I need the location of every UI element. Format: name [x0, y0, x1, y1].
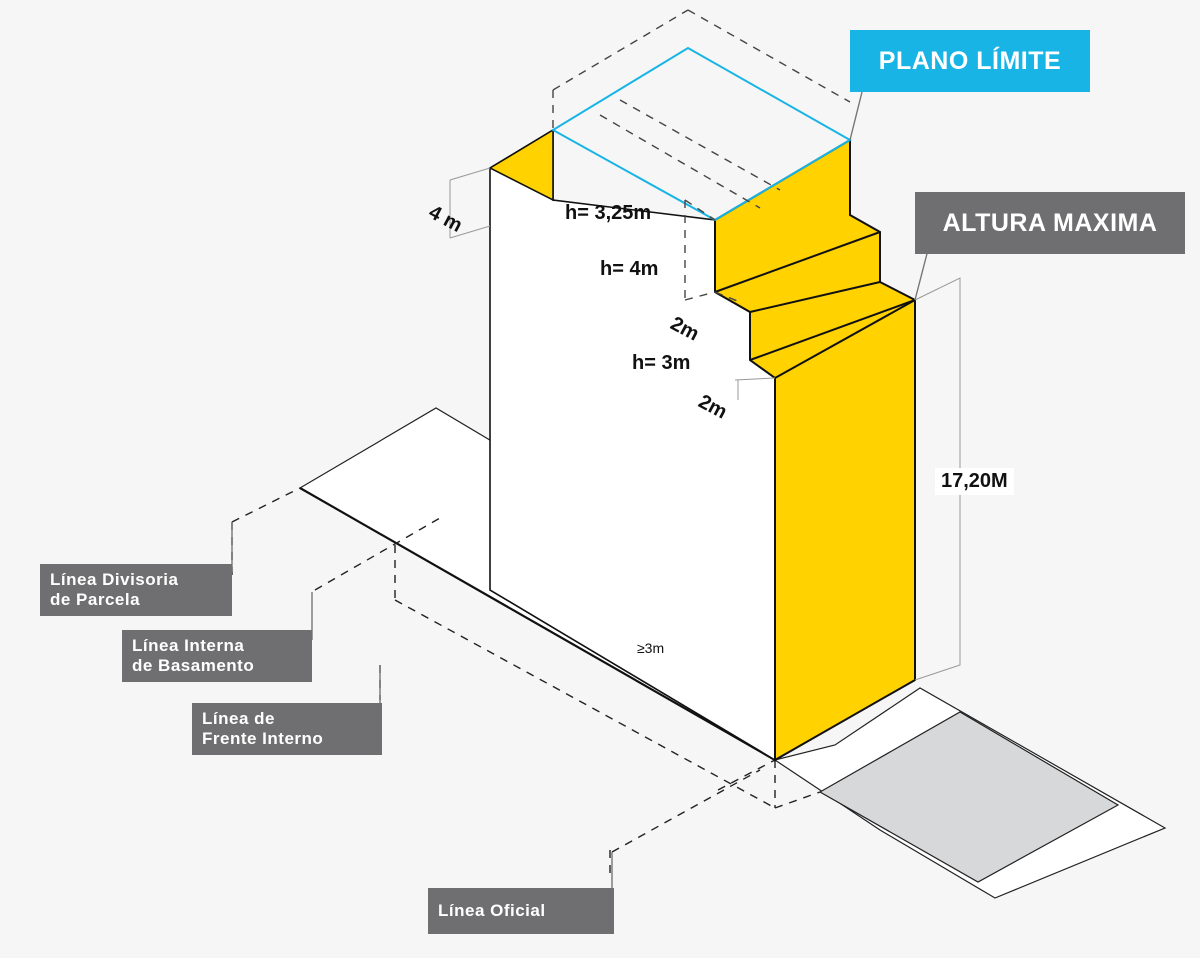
altura-maxima-callout: ALTURA MAXIMA	[915, 192, 1185, 254]
front-edge-line	[299, 487, 776, 761]
linea-divisoria-label: Línea Divisoria de Parcela	[40, 564, 232, 616]
ground-setback-label: ≥3m	[637, 640, 665, 656]
linea-interna-line1: Línea Interna	[132, 636, 245, 655]
h-low-label: h= 3m	[632, 352, 691, 374]
linea-oficial-label: Línea Oficial	[428, 888, 614, 934]
linea-frente-line2: Frente Interno	[202, 729, 324, 748]
linea-oficial-text: Línea Oficial	[438, 901, 546, 920]
plano-limite-callout: PLANO LÍMITE	[850, 30, 1090, 92]
top-left-triangle	[488, 128, 554, 202]
sidewalk	[818, 711, 1120, 883]
linea-interna-line2: de Basamento	[132, 656, 255, 675]
height-total-label: 17,20M	[935, 468, 1014, 495]
h-top-label: h= 3,25m	[565, 202, 652, 224]
linea-frente-line1: Línea de	[202, 709, 275, 728]
roof-dashed-lines	[552, 9, 851, 303]
linea-divisoria-line1: Línea Divisoria	[50, 570, 179, 589]
h-mid-label: h= 4m	[600, 258, 659, 280]
linea-frente-label: Línea de Frente Interno	[192, 703, 382, 755]
linea-divisoria-line2: de Parcela	[50, 590, 141, 609]
linea-interna-label: Línea Interna de Basamento	[122, 630, 312, 682]
